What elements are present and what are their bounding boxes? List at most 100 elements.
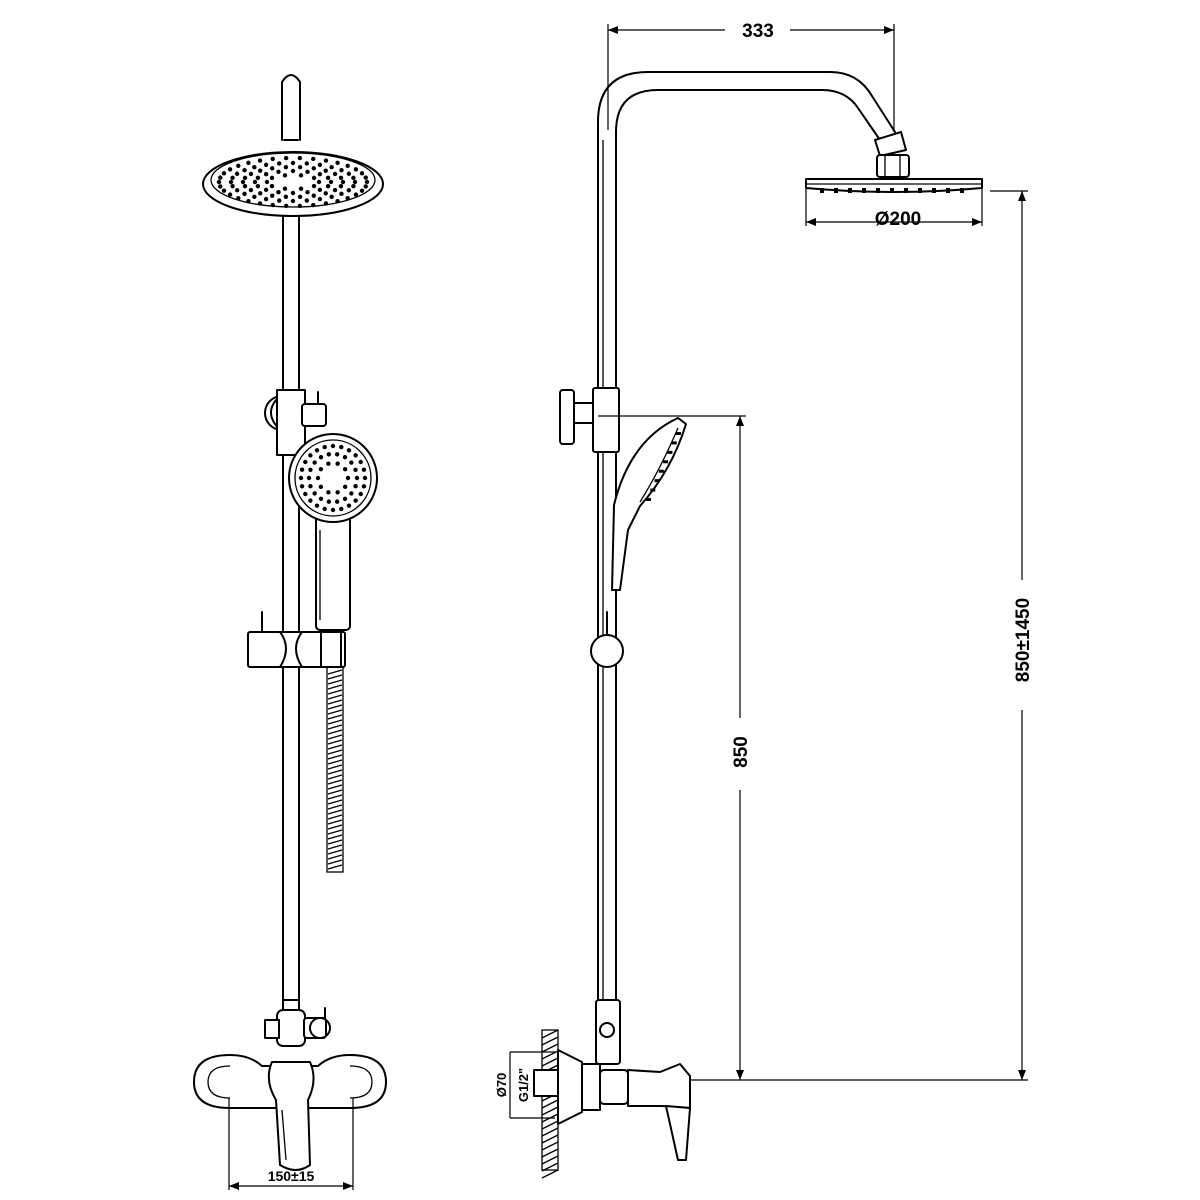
nozzle-dot [290,198,296,204]
nozzle-dot [332,187,338,193]
hose-coil [327,799,343,805]
hose-coil [327,669,343,675]
hose-coil [327,729,343,735]
hand-nozzle-dot [308,453,313,458]
nozzle-dot [269,175,275,181]
hand-nozzle-dot [339,444,344,450]
nozzle-dot [277,198,282,203]
hand-nozzle-dot [326,490,331,495]
height-range-label: 850±1450 [1013,598,1034,682]
nozzle-dot [332,171,338,177]
wall-hatch-line [541,1043,559,1053]
wall-hatch-line [541,1169,559,1179]
nozzle-dot [290,190,296,196]
nozzle-dot [221,171,227,176]
hose-coil [327,749,343,755]
nozzle-dot [317,162,323,168]
diverter [264,999,331,1047]
hose-coil [327,739,343,745]
hand-nozzle-dot [346,448,352,453]
thread-label: G1/2" [516,1068,531,1102]
slider-knob-side [590,634,624,668]
hose-coil [327,689,343,695]
hand-nozzle-dot [349,460,354,465]
hand-nozzle-dot [342,466,348,472]
hand-nozzle-dot [353,453,358,458]
hand-nozzle-dot [335,490,340,495]
nozzle-dot [277,161,282,166]
hose-coil [327,844,343,850]
nozzle-dot [311,156,316,162]
hand-nozzle-dot [326,461,331,466]
nozzle-dot [246,160,251,166]
nozzle-dot [242,175,248,180]
nozzle-dot [359,171,365,176]
rain-shower-head [202,151,384,217]
hand-nozzle-dot [339,506,344,512]
hose-coil [327,809,343,815]
wall-hatch-line [541,1127,559,1137]
hand-nozzle-dot [312,460,317,465]
nozzle-dot [351,175,356,180]
side-hand-nozzle [667,450,673,454]
nozzle-dot [255,175,261,180]
nozzle-dot [304,198,309,203]
nozzle-dot [363,184,368,189]
hose-coil [327,779,343,785]
side-hand-nozzle [671,441,677,445]
nozzle-dot [338,184,344,189]
hose-coil [327,754,343,760]
nozzle-dot [323,168,328,173]
side-nozzle [862,188,866,193]
nozzle-dot [252,194,257,200]
nozzle-dot [340,179,346,185]
mixer-height-label: 850 [731,736,752,768]
hose-coil [327,769,343,775]
nozzle-dot [305,169,310,175]
nozzle-dot [283,164,289,170]
nozzle-dot [228,179,234,185]
nozzle-dot [353,192,359,197]
hand-nozzle-dot [318,455,324,460]
side-nozzle [904,188,908,193]
side-nozzle [960,188,964,193]
wall-hatch-line [541,1050,559,1060]
nozzle-dot [263,162,269,168]
hose-coil [327,789,343,795]
hose-coil [327,824,343,830]
hand-nozzle-dot [335,461,340,466]
hand-nozzle-dot [314,448,320,453]
side-hand-nozzle [663,460,669,464]
hose-coil [327,764,343,770]
hose-coil [327,849,343,855]
nozzle-dot [290,168,296,174]
hand-nozzle-dot [361,467,367,472]
wall-hatch-line [541,1148,559,1158]
hand-nozzle-dot [353,498,358,503]
hose-coil [327,834,343,840]
hand-nozzle-dot [345,475,351,481]
hose [326,666,344,873]
hand-nozzle-dot [334,499,340,504]
nozzle-dot [297,194,303,200]
nozzle-dot [351,184,356,189]
hand-nozzle-dot [322,444,327,450]
hose-coil [327,774,343,780]
nozzle-dot [311,166,316,171]
hand-nozzle-dot [314,503,320,508]
nozzle-dot [311,193,316,198]
side-nozzle [848,188,852,193]
nozzle-dot [328,179,334,185]
nozzle-dot [297,203,303,209]
hose-coil [327,794,343,800]
wall-hatch-line [541,1099,559,1109]
hand-nozzle-dot [299,467,305,472]
hand-nozzle-dot [342,496,348,501]
nozzle-dot [323,158,329,163]
wall-hatch-line [541,1057,559,1067]
nozzle-dot [338,175,344,180]
hand-nozzle-dot [342,455,348,460]
nozzle-dot [298,186,304,191]
nozzle-dot [352,179,358,185]
